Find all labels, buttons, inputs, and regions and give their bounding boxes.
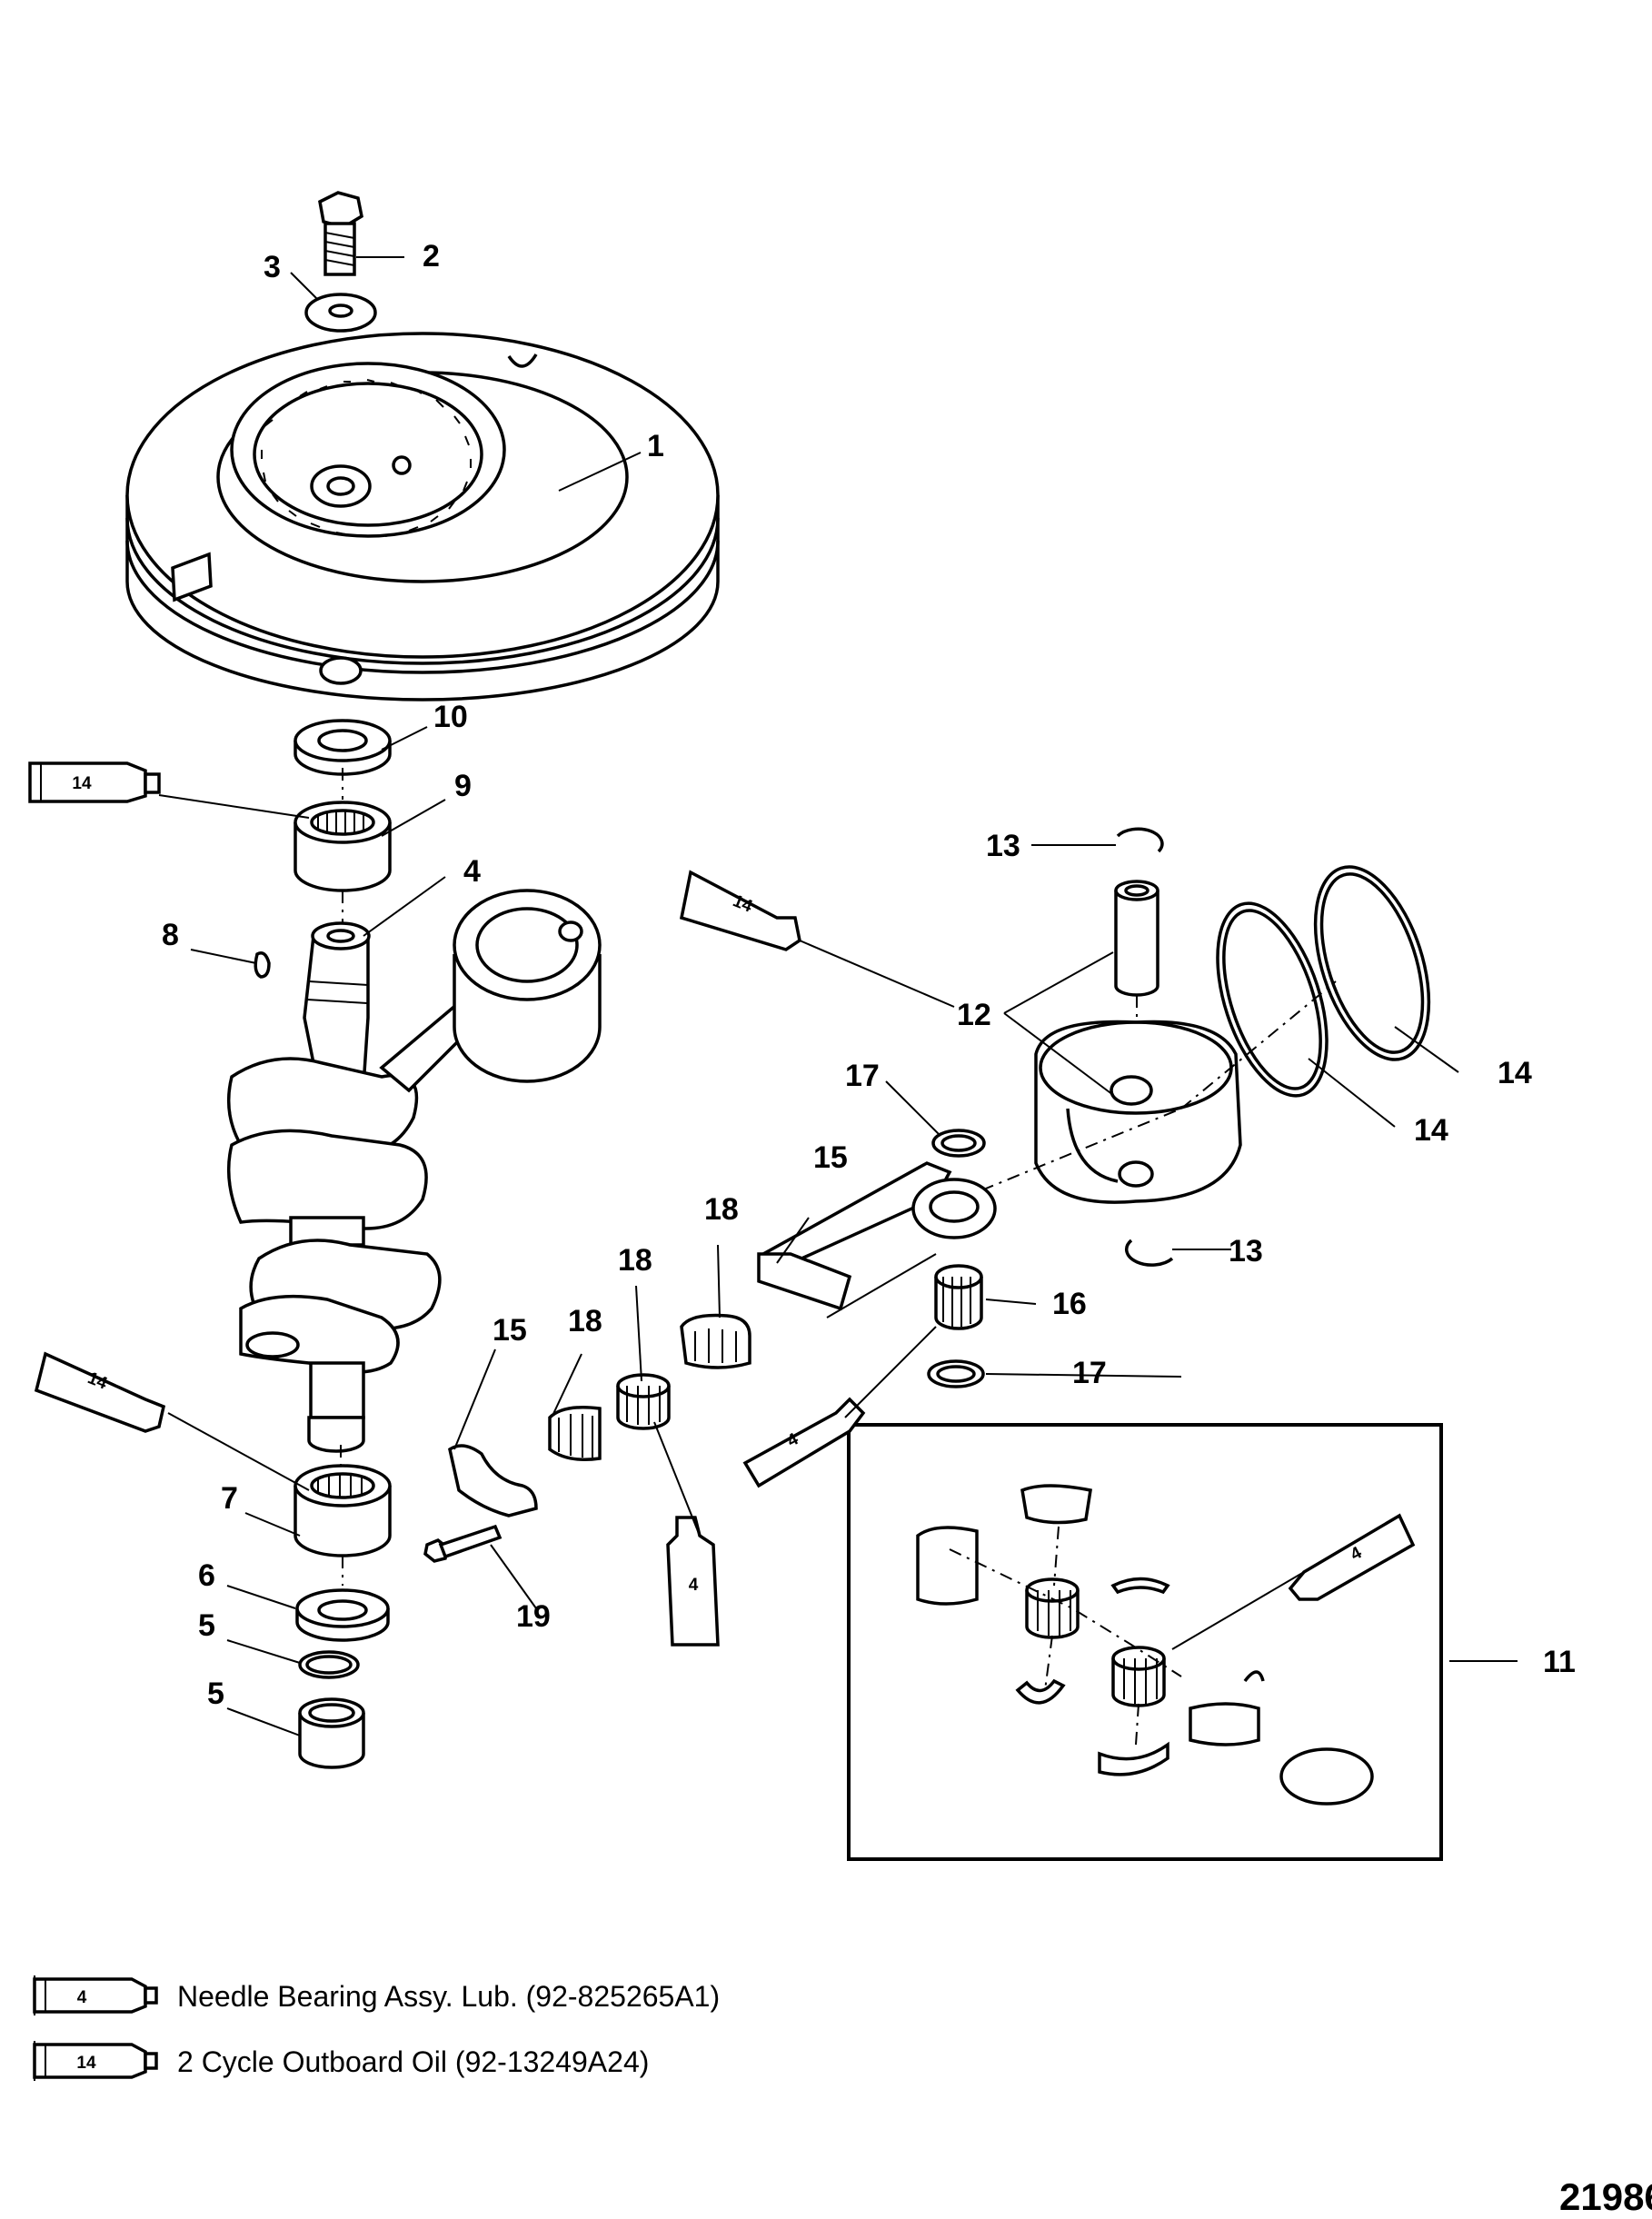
needle-bearing-16 [934,1264,983,1330]
legend-item-14: 14 2 Cycle Outboard Oil (92-13249A24) [33,2041,649,2081]
legend: 4 Needle Bearing Assy. Lub. (92-825265A1… [33,1975,720,2081]
piston [1034,1020,1242,1204]
lube-tube-14-b: 14 [679,870,801,951]
rod-cap-screw-19 [423,1524,503,1563]
callout-17-top: 17 [845,1059,880,1093]
callout-7: 7 [221,1481,238,1516]
needle-bearing-18-center [616,1373,671,1430]
seal-6 [295,1588,390,1642]
callout-14-inner: 14 [1414,1113,1448,1148]
kit-box-frame [847,1423,1443,1861]
svg-text:4: 4 [689,1576,699,1595]
legend-item-4: 4 Needle Bearing Assy. Lub. (92-825265A1… [33,1975,720,2015]
bushing-5 [298,1697,365,1769]
lube-tube-4-b: 4 [666,1516,720,1647]
callout-19: 19 [516,1599,551,1634]
callout-13-bottom: 13 [1229,1234,1263,1269]
callout-2: 2 [423,239,440,274]
callout-1: 1 [647,429,664,463]
callout-10: 10 [433,700,468,734]
piston-ring-14-inner [1216,901,1329,1098]
leader-lines [158,256,1518,1736]
crank-connecting-rod-piston [379,889,602,1093]
callout-15-cap: 15 [493,1313,527,1348]
flywheel [125,332,720,702]
retaining-ring-13-top [1116,827,1164,853]
flywheel-washer [304,293,377,333]
needle-bearing-9 [294,801,392,892]
key-8 [254,951,271,979]
figure-number: 21986 [1559,2175,1652,2218]
svg-text:4: 4 [77,1988,87,2007]
callout-3: 3 [264,250,281,284]
legend-text-4: Needle Bearing Assy. Lub. (92-825265A1) [177,1980,720,2013]
callout-13-top: 13 [986,829,1020,863]
callout-5-seal: 5 [198,1608,215,1643]
seal-10 [294,719,392,776]
washer-17-bottom [927,1359,985,1388]
needle-bearing-7 [294,1464,392,1557]
bearing-cage-18-left [548,1406,602,1461]
callout-14-outer: 14 [1498,1056,1532,1090]
lube-tube-14-a: 14 [28,761,161,803]
svg-text:14: 14 [76,2054,96,2073]
callout-15-rod: 15 [813,1140,848,1175]
piston-ring-14-outer [1313,865,1431,1061]
callout-6: 6 [198,1558,215,1593]
callout-12: 12 [957,998,991,1032]
callout-18-center: 18 [618,1243,652,1278]
crankshaft [226,921,442,1453]
flywheel-bolt [318,191,363,276]
callout-11: 11 [1543,1645,1576,1679]
callout-5-bushing: 5 [207,1677,224,1711]
rod-cap-15 [448,1444,538,1517]
piston-pin-12 [1114,880,1159,997]
lube-tube-4-c: 4 [1288,1513,1416,1601]
legend-text-14: 2 Cycle Outboard Oil (92-13249A24) [177,2045,649,2078]
callout-18-right: 18 [704,1192,739,1227]
callout-18-left: 18 [568,1304,602,1338]
retaining-ring-13-bottom [1125,1239,1174,1267]
kit-contents [916,1484,1374,1806]
callout-4: 4 [463,854,481,889]
lube-tube-14-c: 14 [34,1351,166,1433]
callout-8: 8 [162,918,179,952]
callout-17-bottom: 17 [1072,1356,1107,1390]
bearing-cage-18-right [680,1313,751,1369]
o-ring-5 [298,1650,360,1679]
lube-tube-4-a: 4 [742,1397,866,1488]
washer-17-top [931,1129,986,1158]
callout-9: 9 [454,769,472,803]
svg-text:14: 14 [72,774,92,793]
connecting-rod-15 [757,1161,997,1311]
callout-16: 16 [1052,1287,1087,1321]
